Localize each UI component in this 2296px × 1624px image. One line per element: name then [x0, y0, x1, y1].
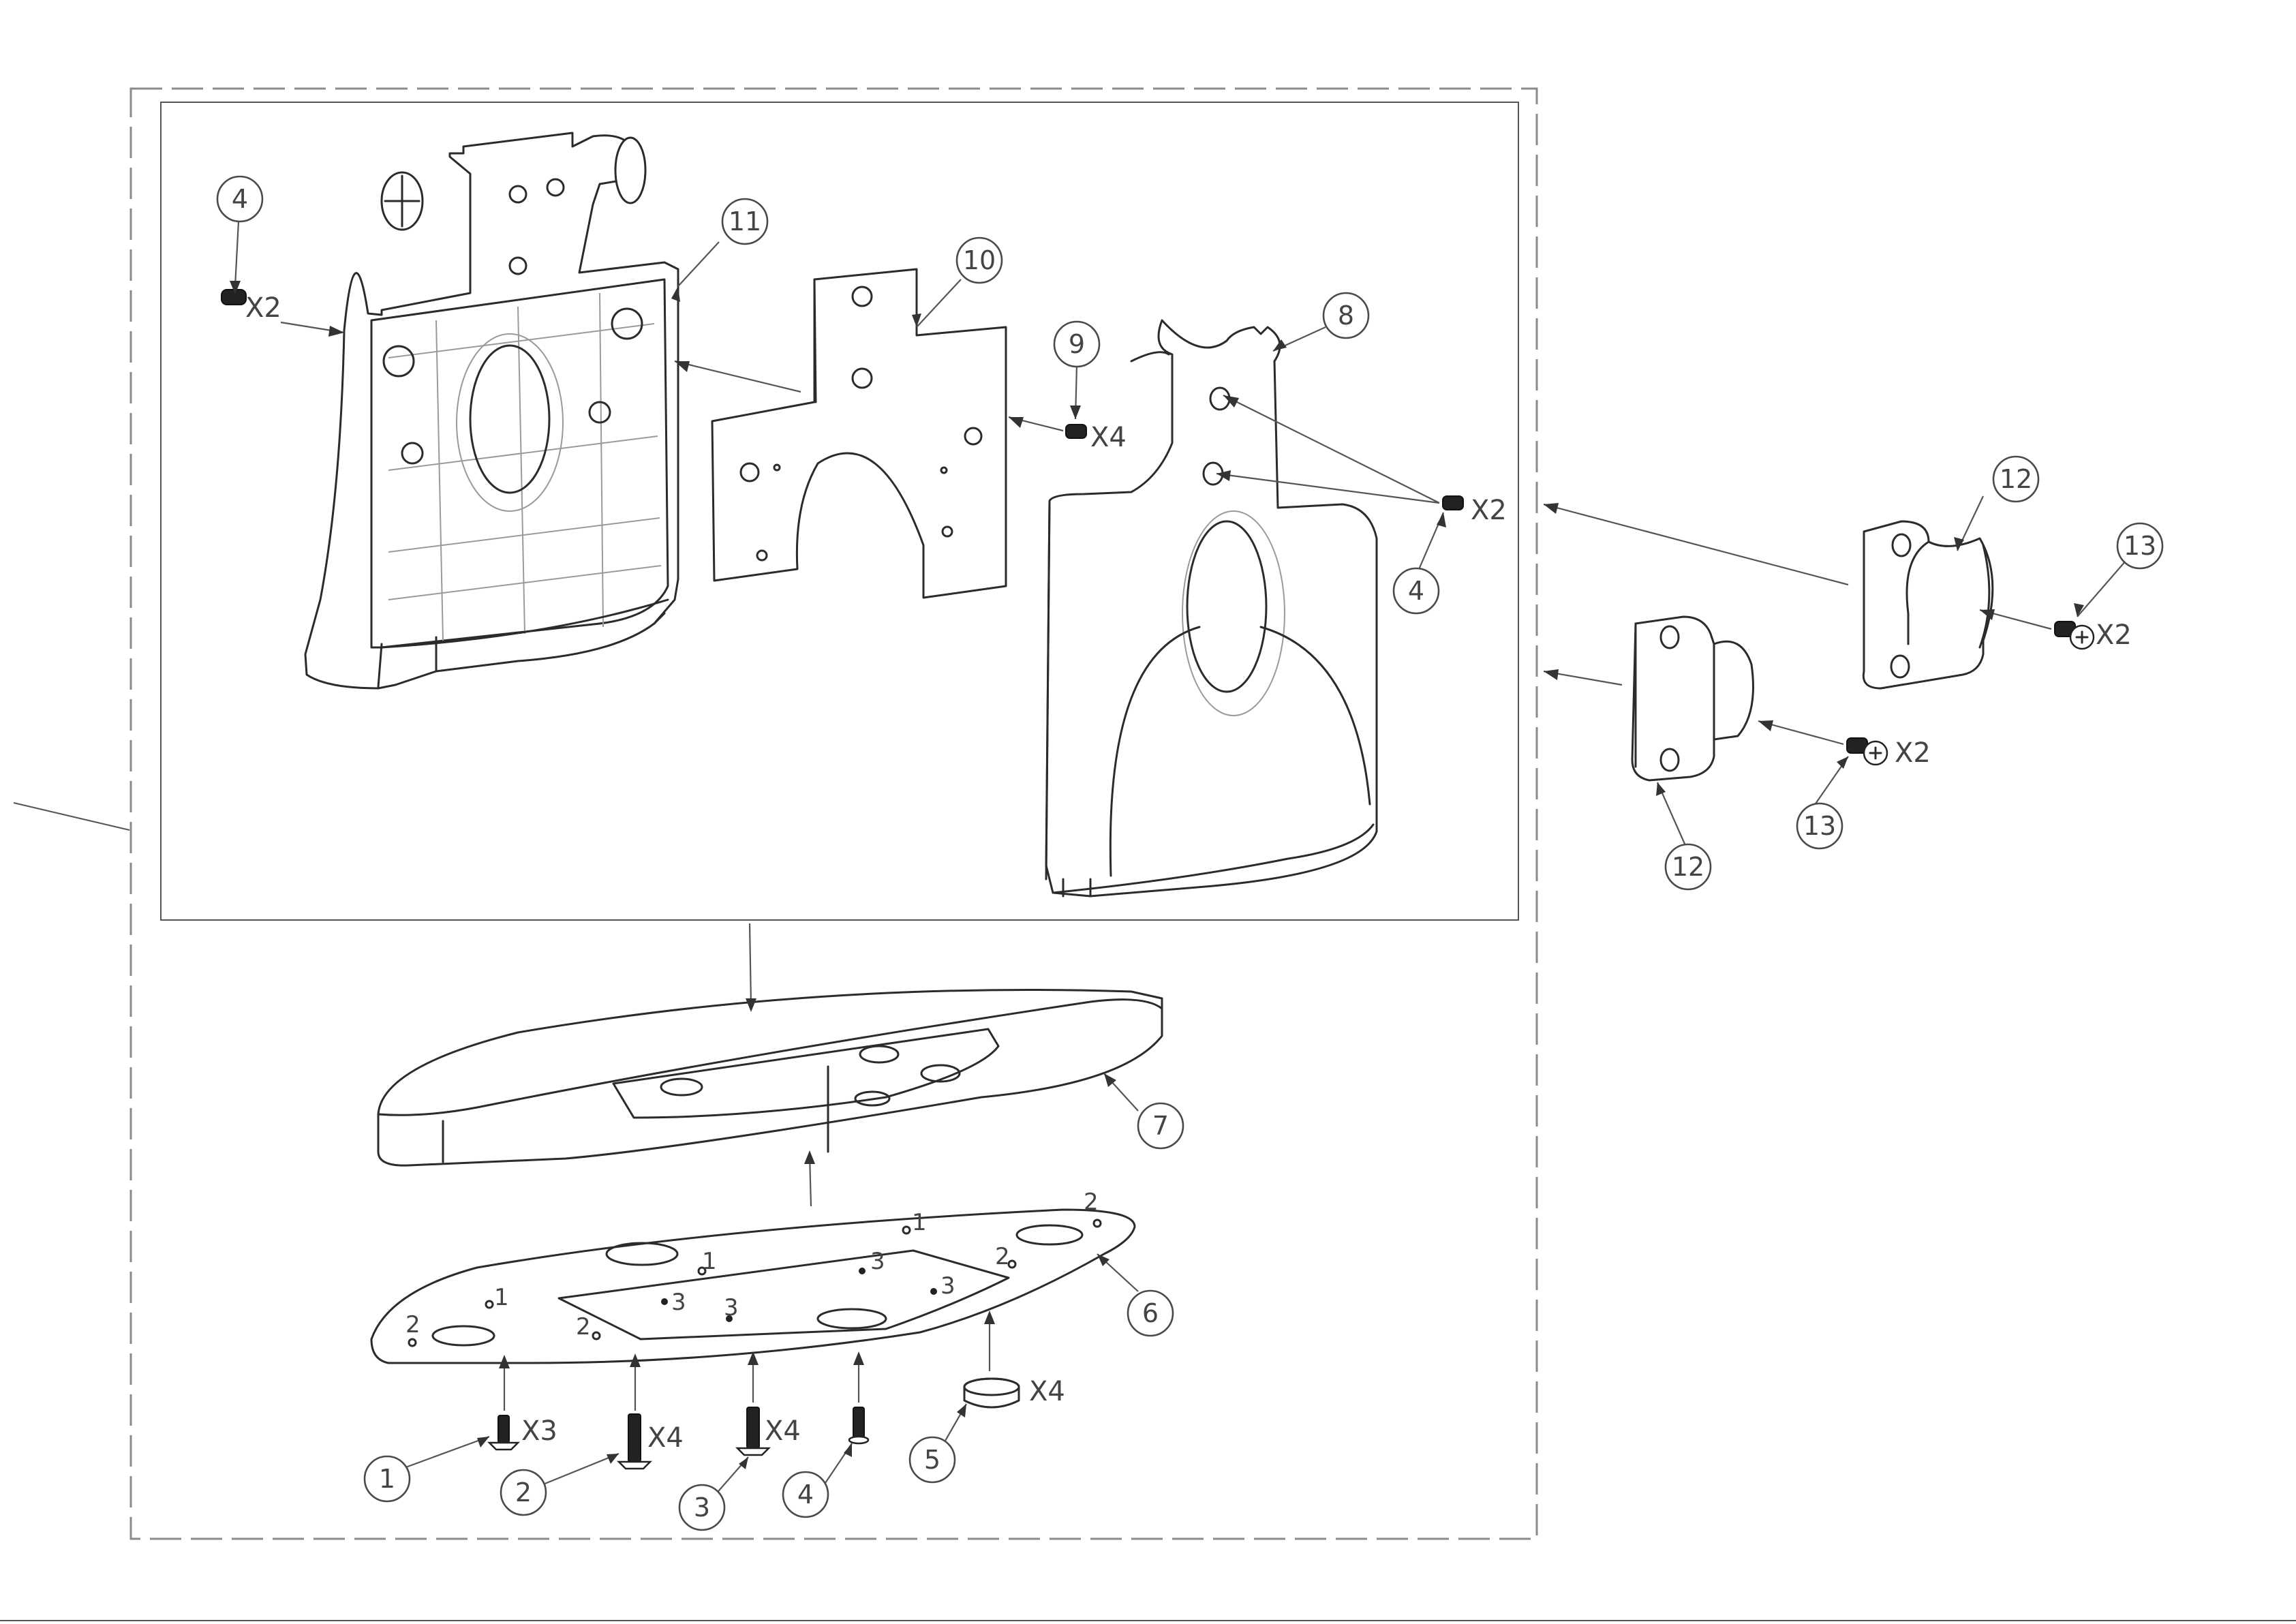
screw-4-topleft	[221, 290, 246, 305]
callout-4-topleft: 4	[217, 177, 262, 221]
screw-1	[489, 1415, 518, 1450]
callout-11: 11	[722, 199, 767, 244]
qty-13-bottom: X2	[1895, 737, 1931, 769]
svg-text:10: 10	[963, 245, 996, 275]
callout-4-bottom: 4	[783, 1472, 828, 1517]
part-11-hinge-bracket	[305, 133, 678, 688]
screw-4-bottom	[849, 1407, 868, 1443]
callout-12-top: 12	[1993, 457, 2038, 502]
svg-text:12: 12	[1672, 852, 1704, 882]
callout-4-right: 4	[1394, 568, 1439, 613]
part-10-mounting-plate	[712, 269, 1006, 598]
callout-10: 10	[957, 238, 1002, 283]
screw-13-top	[2055, 622, 2094, 649]
hole-mark-2: 2	[995, 1243, 1010, 1270]
hole-mark-3: 3	[940, 1272, 955, 1300]
qty-3: X4	[765, 1415, 801, 1447]
callout-8: 8	[1323, 293, 1368, 338]
svg-text:11: 11	[729, 206, 761, 236]
part-6-base-plate	[371, 1210, 1135, 1363]
svg-text:4: 4	[797, 1480, 814, 1510]
screw-9	[1066, 425, 1086, 438]
callout-13-bottom: 13	[1797, 803, 1842, 848]
callout-2: 2	[501, 1470, 546, 1515]
hole-mark-1: 1	[702, 1248, 717, 1275]
qty-4-right: X2	[1471, 495, 1507, 526]
qty-1: X3	[521, 1415, 557, 1447]
screw-4-right	[1443, 496, 1463, 510]
screw-13-bottom	[1847, 738, 1887, 765]
svg-text:4: 4	[232, 184, 248, 214]
hole-mark-2: 2	[576, 1313, 591, 1340]
qty-4-topleft: X2	[245, 292, 281, 324]
callout-5: 5	[910, 1437, 955, 1482]
callout-3: 3	[679, 1485, 724, 1530]
qty-5: X4	[1029, 1376, 1065, 1407]
svg-text:13: 13	[2124, 531, 2156, 561]
svg-text:13: 13	[1803, 811, 1836, 841]
svg-text:9: 9	[1069, 329, 1085, 359]
part-7-base-cover	[378, 990, 1162, 1166]
svg-text:6: 6	[1142, 1298, 1159, 1328]
qty-9: X4	[1090, 422, 1127, 453]
part-12-clamp-top	[1863, 521, 1993, 688]
hole-mark-3: 3	[870, 1248, 885, 1275]
svg-text:8: 8	[1338, 301, 1354, 331]
svg-text:5: 5	[924, 1445, 940, 1475]
hole-mark-1: 1	[494, 1284, 509, 1311]
hole-mark-1: 1	[912, 1209, 927, 1236]
hole-mark-2: 2	[405, 1311, 420, 1338]
qty-13-top: X2	[2096, 619, 2132, 651]
part-12-clamp-bottom	[1632, 617, 1754, 780]
svg-text:4: 4	[1408, 576, 1424, 606]
hole-mark-3: 3	[724, 1294, 739, 1321]
rubber-foot-5	[964, 1379, 1019, 1407]
svg-text:3: 3	[694, 1492, 710, 1522]
callout-12-bottom: 12	[1666, 844, 1711, 889]
screw-2	[619, 1414, 650, 1469]
callout-1: 1	[365, 1456, 410, 1501]
hole-mark-3: 3	[671, 1289, 686, 1316]
svg-text:7: 7	[1152, 1111, 1169, 1141]
svg-text:12: 12	[2000, 464, 2032, 494]
callout-6: 6	[1128, 1291, 1173, 1336]
callout-13-top: 13	[2117, 523, 2162, 568]
hole-mark-2: 2	[1084, 1189, 1099, 1216]
callout-9: 9	[1054, 322, 1099, 367]
svg-text:1: 1	[379, 1464, 395, 1494]
part-8-rear-cover	[1046, 320, 1377, 896]
qty-2: X4	[647, 1422, 684, 1454]
svg-text:2: 2	[515, 1477, 532, 1507]
callout-7: 7	[1138, 1103, 1183, 1148]
